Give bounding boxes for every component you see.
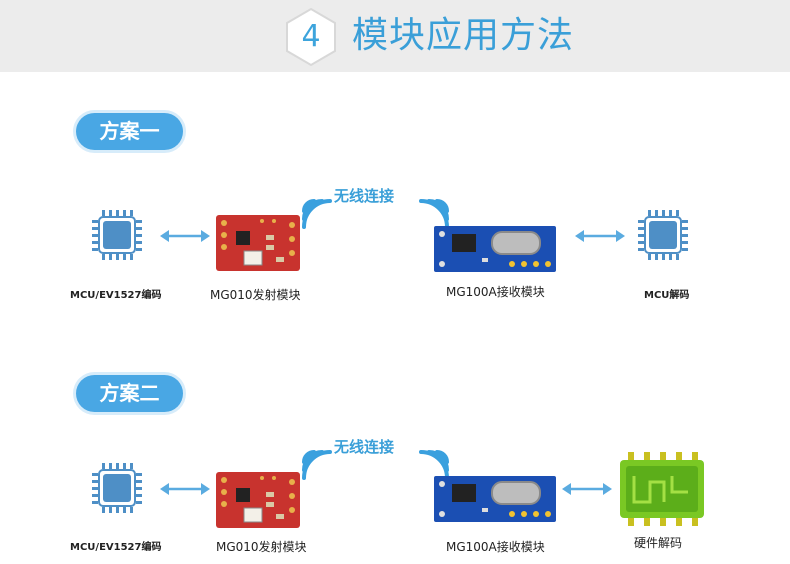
scheme-1-title: 方案一	[76, 113, 183, 150]
wifi-signal-icon	[302, 199, 332, 229]
receiver-label: MG100A接收模块	[446, 285, 545, 299]
wifi-signal-icon	[302, 450, 332, 480]
page-title: 模块应用方法	[352, 15, 575, 56]
mcu-chip-icon	[92, 210, 142, 260]
receiver-module-icon	[434, 226, 556, 272]
header-bar: 4 模块应用方法	[0, 0, 790, 72]
double-arrow-icon	[575, 230, 625, 242]
transmitter-module-icon	[216, 215, 300, 271]
scheme-2-title: 方案二	[76, 375, 183, 412]
wifi-signal-icon	[419, 450, 449, 480]
step-number: 4	[301, 19, 321, 54]
wifi-signal-icon	[419, 199, 449, 229]
receiver-label: MG100A接收模块	[446, 540, 545, 554]
encoder-label: MCU/EV1527编码	[70, 542, 162, 553]
transmitter-label: MG010发射模块	[216, 540, 307, 554]
mcu-chip-icon	[92, 463, 142, 513]
hexagon-icon	[286, 7, 336, 67]
double-arrow-icon	[160, 230, 210, 242]
hardware-decoder-chip-icon	[620, 452, 704, 526]
transmitter-module-icon	[216, 472, 300, 528]
wireless-connection-label: 无线连接	[334, 187, 395, 205]
double-arrow-icon	[562, 483, 612, 495]
wireless-connection-label: 无线连接	[334, 438, 395, 456]
mcu-chip-icon	[638, 210, 688, 260]
transmitter-label: MG010发射模块	[210, 288, 301, 302]
encoder-label: MCU/EV1527编码	[70, 290, 162, 301]
receiver-module-icon	[434, 476, 556, 522]
decoder-label: MCU解码	[644, 290, 690, 301]
double-arrow-icon	[160, 483, 210, 495]
decoder-label: 硬件解码	[634, 536, 683, 550]
